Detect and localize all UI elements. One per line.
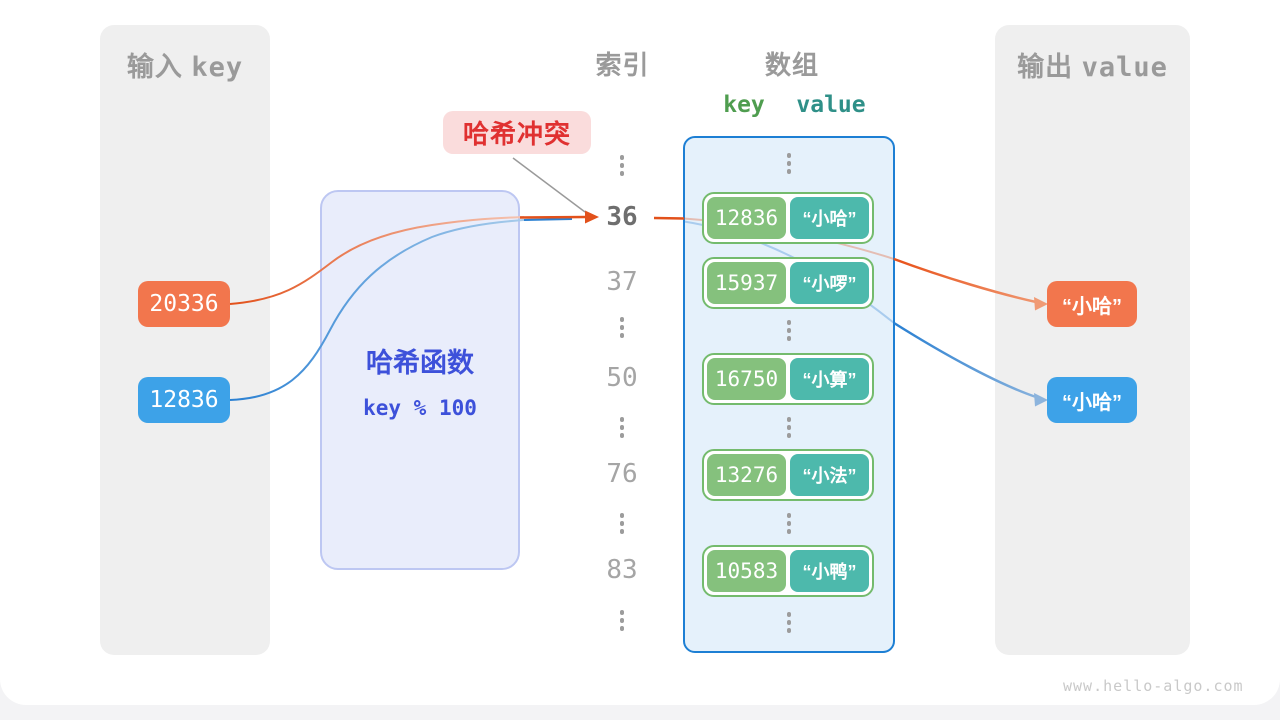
index-cell-36: 36 (606, 202, 638, 232)
array-ellipsis (781, 612, 797, 633)
key-column-header: key (723, 92, 765, 118)
index-cell-83: 83 (606, 555, 638, 585)
wire-index36-to-array (653, 216, 685, 220)
pair-key: 13276 (707, 454, 786, 496)
index-ellipsis (614, 417, 630, 438)
array-ellipsis (781, 153, 797, 174)
pair-row: 16750 “小算” (702, 353, 874, 405)
pair-value: “小鸭” (790, 550, 869, 592)
input-panel: 输入 key (100, 25, 270, 655)
index-ellipsis (614, 513, 630, 534)
input-key-box-2: 12836 (138, 377, 230, 423)
input-panel-title: 输入 key (100, 45, 270, 84)
output-panel-title-latin: value (1081, 52, 1168, 83)
index-ellipsis (614, 610, 630, 631)
arrow-hash-to-index36 (519, 215, 587, 219)
diagram-canvas: 输入 key 输出 value 哈希函数 key % 100 (0, 0, 1280, 705)
index-ellipsis (614, 155, 630, 176)
index-ellipsis (614, 317, 630, 338)
index-cell-50: 50 (606, 363, 638, 393)
pair-value: “小哈” (790, 197, 869, 239)
value-column-header: value (796, 92, 866, 118)
pair-row: 13276 “小法” (702, 449, 874, 501)
watermark: www.hello-algo.com (1063, 677, 1244, 695)
collision-label: 哈希冲突 (443, 111, 591, 154)
pair-row: 15937 “小啰” (702, 257, 874, 309)
hash-function-formula: key % 100 (363, 395, 477, 420)
array-column-header: 数组 (764, 50, 819, 80)
output-panel: 输出 value (995, 25, 1190, 655)
output-value-box-1: “小哈” (1047, 281, 1137, 327)
pair-value: “小算” (790, 358, 869, 400)
index-cell-37: 37 (606, 267, 638, 297)
input-key-box-1: 20336 (138, 281, 230, 327)
hash-function-box: 哈希函数 key % 100 (320, 190, 520, 570)
pair-key: 16750 (707, 358, 786, 400)
collision-callout-line (512, 157, 586, 213)
pair-value: “小法” (790, 454, 869, 496)
array-ellipsis (781, 417, 797, 438)
pair-row: 10583 “小鸭” (702, 545, 874, 597)
array-ellipsis (781, 320, 797, 341)
pair-value: “小啰” (790, 262, 869, 304)
output-panel-title: 输出 value (995, 45, 1190, 84)
input-panel-title-latin: key (191, 52, 244, 83)
pair-key: 12836 (707, 197, 786, 239)
index-column-header: 索引 (595, 50, 650, 80)
output-panel-title-cjk: 输出 (1017, 52, 1074, 82)
pair-key: 15937 (707, 262, 786, 304)
pair-key: 10583 (707, 550, 786, 592)
array-ellipsis (781, 513, 797, 534)
index-cell-76: 76 (606, 459, 638, 489)
wire-blue-merge-segment (523, 218, 573, 221)
output-value-box-2: “小哈” (1047, 377, 1137, 423)
input-panel-title-cjk: 输入 (126, 52, 183, 82)
hash-function-title: 哈希函数 (366, 347, 474, 378)
pair-row: 12836 “小哈” (702, 192, 874, 244)
